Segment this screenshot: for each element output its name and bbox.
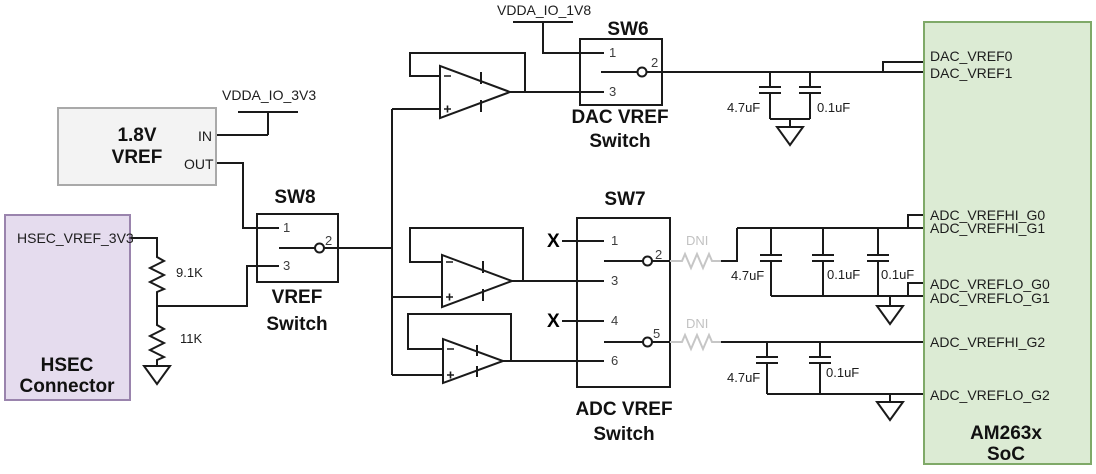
sw7-pin-stubs	[562, 240, 670, 362]
net-label-hsec-vref-3v3: HSEC_VREF_3V3	[17, 230, 134, 246]
dni-label-2: DNI	[686, 316, 709, 331]
soc-pin-adc-vreflo-g0: ADC_VREFLO_G0	[930, 276, 1050, 292]
cap-g2-4u7-value: 4.7uF	[727, 370, 761, 385]
sw6-pin-stubs	[580, 52, 662, 93]
capacitor-g01-icons	[760, 228, 889, 296]
sw6-title-line1: DAC VREF	[571, 107, 669, 128]
sw6-refdes: SW6	[607, 19, 649, 40]
wire-adc-vreflo-g2	[767, 393, 923, 402]
sw7-title-line2: Switch	[593, 424, 655, 445]
sw6-switch-contact-icon	[636, 66, 648, 78]
sw7-refdes: SW7	[604, 189, 646, 210]
cap-g01-100n-a-value: 0.1uF	[827, 267, 861, 282]
cap-g01-4u7-value: 4.7uF	[731, 268, 765, 283]
sw7-pin2-number: 2	[655, 247, 663, 262]
sw7-body	[576, 217, 671, 388]
ground-icon	[875, 401, 905, 422]
soc-title-line2: SoC	[987, 444, 1025, 465]
opamp-buffer2-icon	[409, 227, 577, 309]
sw6-pin3-number: 3	[609, 84, 617, 99]
sw8-pin3-number: 3	[283, 258, 291, 273]
sw8-pin1-number: 1	[283, 220, 291, 235]
capacitor-dac-icons	[759, 72, 821, 127]
regulator-title-line2: VREF	[111, 147, 163, 168]
hsec-title-line2: Connector	[19, 376, 115, 397]
regulator-pin-in: IN	[198, 128, 212, 144]
sw8-switch-contact-icon	[314, 242, 325, 254]
sw6-title-line2: Switch	[589, 131, 651, 152]
soc-pin-adc-vrefhi-g1: ADC_VREFHI_G1	[930, 220, 1046, 236]
regulator-pin-out: OUT	[184, 156, 214, 172]
net-label-vdda-io-3v3: VDDA_IO_3V3	[222, 87, 317, 103]
opamp-buffer3-icon	[407, 313, 577, 385]
cap-dac-100n-value: 0.1uF	[817, 100, 851, 115]
cap-g2-100n-value: 0.1uF	[826, 365, 860, 380]
net-label-vdda-io-1v8: VDDA_IO_1V8	[497, 2, 592, 18]
sw8-title-line1: VREF	[271, 287, 323, 308]
opamp-buffer1-icon	[409, 52, 580, 120]
ground-icon	[775, 126, 805, 147]
soc-pin-dac-vref0: DAC_VREF0	[930, 48, 1013, 64]
sw7-pin1-number: 1	[611, 233, 619, 248]
wire-buffer-inputs	[391, 108, 443, 376]
sw7-switch-contact-icon	[642, 336, 653, 348]
hsec-connector-body	[4, 214, 131, 401]
resistor-11k-value: 11K	[180, 331, 203, 346]
sw7-switch-contact-icon	[642, 255, 653, 267]
wire-adc-vreflo-g01	[771, 282, 923, 306]
sw8-refdes: SW8	[274, 187, 316, 208]
vref-regulator-body	[57, 107, 217, 186]
cap-dac-4u7-value: 4.7uF	[727, 100, 761, 115]
soc-pin-adc-vrefhi-g0: ADC_VREFHI_G0	[930, 207, 1046, 223]
wire-hsec-net	[131, 237, 158, 254]
sw6-pin2-number: 2	[651, 55, 659, 70]
hsec-title-line1: HSEC	[40, 355, 94, 376]
resistor-dni2-icon	[670, 332, 721, 352]
ground-icon	[875, 305, 905, 326]
power-rail-3v3-icon	[217, 111, 298, 136]
resistor-11k-icon	[147, 322, 167, 366]
resistor-9k1-icon	[147, 254, 167, 295]
sw7-pin4-number: 4	[611, 313, 619, 328]
resistor-9k1-value: 9.1K	[176, 265, 203, 280]
wire-reg-out	[217, 162, 257, 229]
am263x-soc-body	[923, 21, 1092, 465]
sw7-title-line1: ADC VREF	[575, 399, 673, 420]
sw7-pin3-number: 3	[611, 273, 619, 288]
wire-divider-tap	[156, 265, 257, 322]
sw7-pin5-number: 5	[653, 326, 661, 341]
power-rail-1v8-icon	[513, 21, 580, 54]
soc-pin-dac-vref1: DAC_VREF1	[930, 65, 1013, 81]
dni-label-1: DNI	[686, 233, 709, 248]
soc-title-line1: AM263x	[970, 423, 1042, 444]
sw6-pin1-number: 1	[609, 45, 617, 60]
ground-icon	[142, 365, 172, 386]
sw8-pin2-number: 2	[325, 233, 333, 248]
wire-dac-vref	[662, 61, 923, 73]
sw7-pin6-number: 6	[611, 353, 619, 368]
wire-adc-vrefhi-g01	[721, 214, 923, 262]
sw8-title-line2: Switch	[266, 314, 328, 335]
soc-pin-adc-vreflo-g1: ADC_VREFLO_G1	[930, 290, 1050, 306]
regulator-title-line1: 1.8V	[117, 125, 157, 146]
soc-pin-adc-vreflo-g2: ADC_VREFLO_G2	[930, 387, 1050, 403]
sw8-pin-stubs	[257, 227, 338, 267]
soc-pin-adc-vrefhi-g2: ADC_VREFHI_G2	[930, 334, 1046, 350]
resistor-dni1-icon	[670, 251, 721, 271]
no-connect-x-pin4: X	[547, 311, 560, 332]
cap-g01-100n-b-value: 0.1uF	[881, 267, 915, 282]
capacitor-g2-icons	[756, 342, 831, 394]
no-connect-x-pin1: X	[547, 231, 560, 252]
